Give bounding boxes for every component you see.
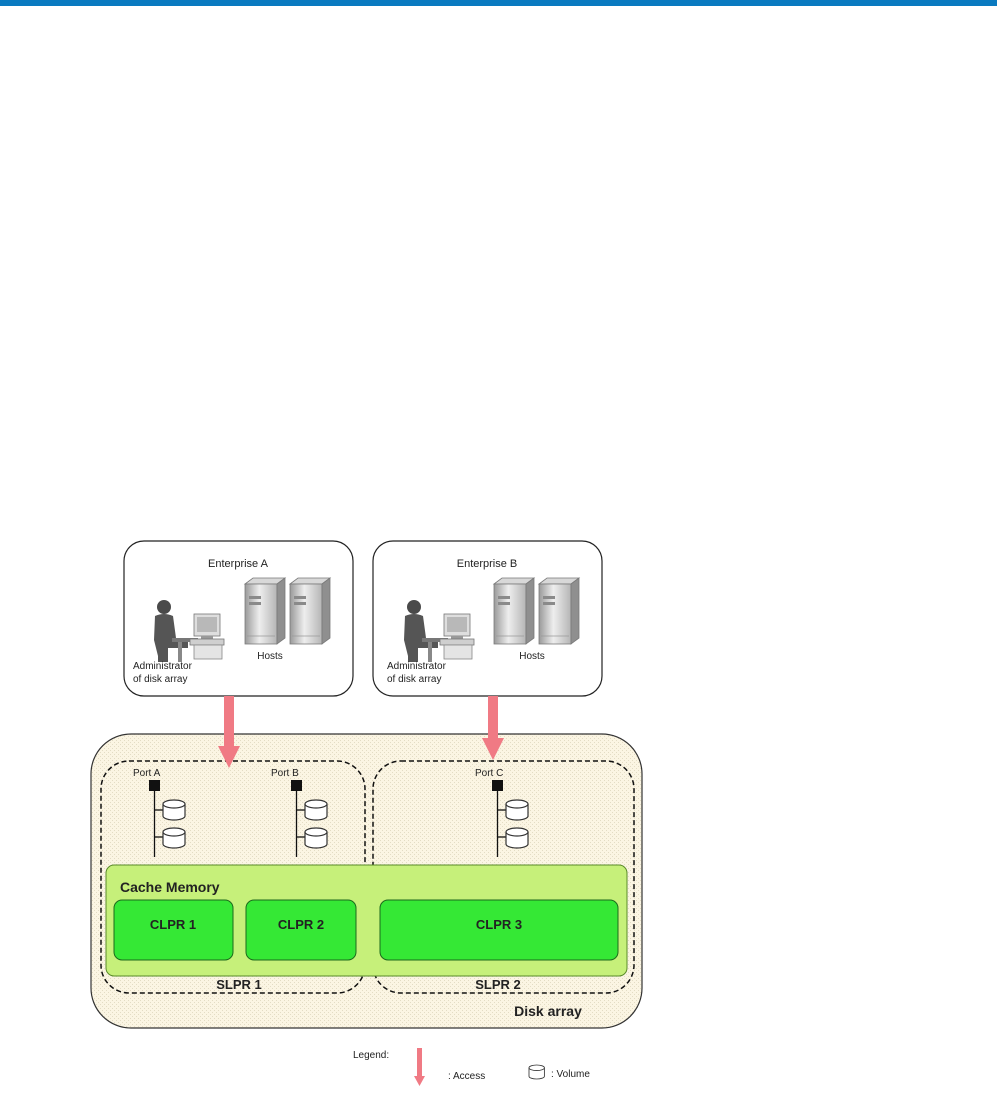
legend: Legend: : Access : Volume	[353, 1048, 590, 1086]
port-c-label: Port C	[475, 768, 503, 779]
clpr-2-box: CLPR 2	[245, 899, 357, 961]
header-bar	[0, 0, 997, 6]
legend-title: Legend:	[353, 1050, 389, 1061]
port-a: Port A	[133, 768, 186, 857]
host-server-icon	[493, 577, 535, 645]
legend-access-label: : Access	[448, 1071, 485, 1082]
slpr-2-region	[372, 760, 635, 994]
volume-icon	[162, 827, 186, 849]
volume-icon	[304, 799, 328, 821]
host-server-icon	[538, 577, 580, 645]
enterprise-a-title: Enterprise A	[208, 558, 269, 570]
volume-icon	[505, 827, 529, 849]
host-server-icon	[244, 577, 286, 645]
enterprise-b-box: Enterprise B Hosts Administrator of disk…	[372, 540, 603, 697]
cache-memory-label: Cache Memory	[120, 879, 220, 895]
access-arrow-icon	[482, 696, 504, 760]
clpr-1-box: CLPR 1	[113, 899, 234, 961]
port-c: Port C	[475, 768, 529, 857]
enterprise-a-admin-line2: of disk array	[133, 674, 187, 685]
port-b-square-icon	[291, 780, 302, 791]
port-b-label: Port B	[271, 768, 299, 779]
volume-icon	[304, 827, 328, 849]
port-a-label: Port A	[133, 768, 161, 779]
disk-array-label: Disk array	[514, 1003, 582, 1019]
access-arrow-icon	[218, 696, 240, 768]
port-a-square-icon	[149, 780, 160, 791]
port-c-square-icon	[492, 780, 503, 791]
legend-access-arrow-icon	[414, 1048, 425, 1086]
enterprise-b-title: Enterprise B	[457, 558, 518, 570]
slpr-2-label: SLPR 2	[475, 977, 521, 992]
enterprise-b-admin-line2: of disk array	[387, 674, 441, 685]
legend-volume-icon	[528, 1064, 545, 1080]
clpr-3-label: CLPR 3	[476, 917, 522, 932]
slpr-1-label: SLPR 1	[216, 977, 262, 992]
enterprise-a-hosts-label: Hosts	[257, 651, 283, 662]
enterprise-b-hosts-label: Hosts	[519, 651, 545, 662]
enterprise-a-box: Enterprise A Hosts Administrator of disk…	[123, 540, 354, 697]
legend-volume-label: : Volume	[551, 1069, 590, 1080]
volume-icon	[162, 799, 186, 821]
volume-icon	[505, 799, 529, 821]
clpr-3-box: CLPR 3	[379, 899, 619, 961]
host-server-icon	[289, 577, 331, 645]
clpr-1-label: CLPR 1	[150, 917, 196, 932]
clpr-2-label: CLPR 2	[278, 917, 324, 932]
port-b: Port B	[271, 768, 328, 857]
enterprise-a-admin-line1: Administrator	[133, 661, 193, 672]
enterprise-b-admin-line1: Administrator	[387, 661, 447, 672]
